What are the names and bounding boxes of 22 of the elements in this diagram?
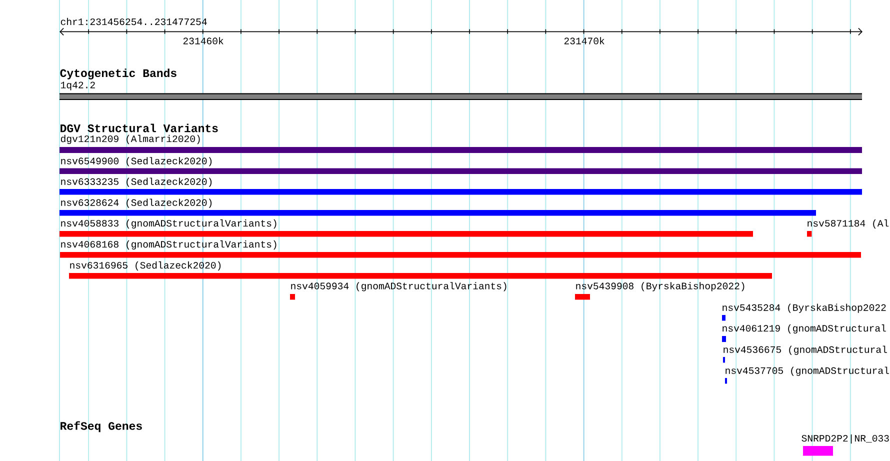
- variant-label: nsv4068168 (gnomADStructuralVariants): [61, 240, 276, 250]
- variant-label: nsv5435284 (ByrskaBishop2022: [722, 304, 886, 313]
- tick-label: 231470k: [564, 37, 604, 44]
- gene-label: SNRPD2P2|NR_033: [802, 434, 889, 444]
- variant-label: nsv6549900 (Sedlazeck2020): [61, 157, 212, 166]
- variant-label: nsv4537705 (gnomADStructural: [726, 366, 889, 376]
- variant-label: nsv4059934 (gnomADStructuralVariants): [291, 282, 506, 292]
- variant-label: nsv6328624 (Sedlazeck2020): [61, 198, 212, 208]
- variant-label: nsv5439908 (ByrskaBishop2022): [576, 282, 744, 292]
- variant-label: nsv4061219 (gnomADStructural: [722, 324, 886, 334]
- band-label: 1q42.2: [61, 82, 95, 90]
- variant-label: dgv121n209 (Almarri2020): [60, 134, 200, 144]
- range-label: chr1:231456254..231477254: [60, 18, 207, 26]
- tick-label: 231460k: [183, 37, 224, 44]
- track-heading: DGV Structural Variants: [60, 124, 218, 132]
- variant-label: nsv6333235 (Sedlazeck2020): [61, 178, 212, 187]
- track-heading: RefSeq Genes: [60, 421, 142, 432]
- variant-label: nsv5871184 (Al: [808, 219, 889, 229]
- track-heading: Cytogenetic Bands: [60, 68, 176, 80]
- variant-label: nsv4536675 (gnomADStructural: [724, 346, 887, 355]
- variant-label: nsv4058833 (gnomADStructuralVariants): [61, 219, 276, 229]
- variant-label: nsv6316965 (Sedlazeck2020): [70, 261, 221, 271]
